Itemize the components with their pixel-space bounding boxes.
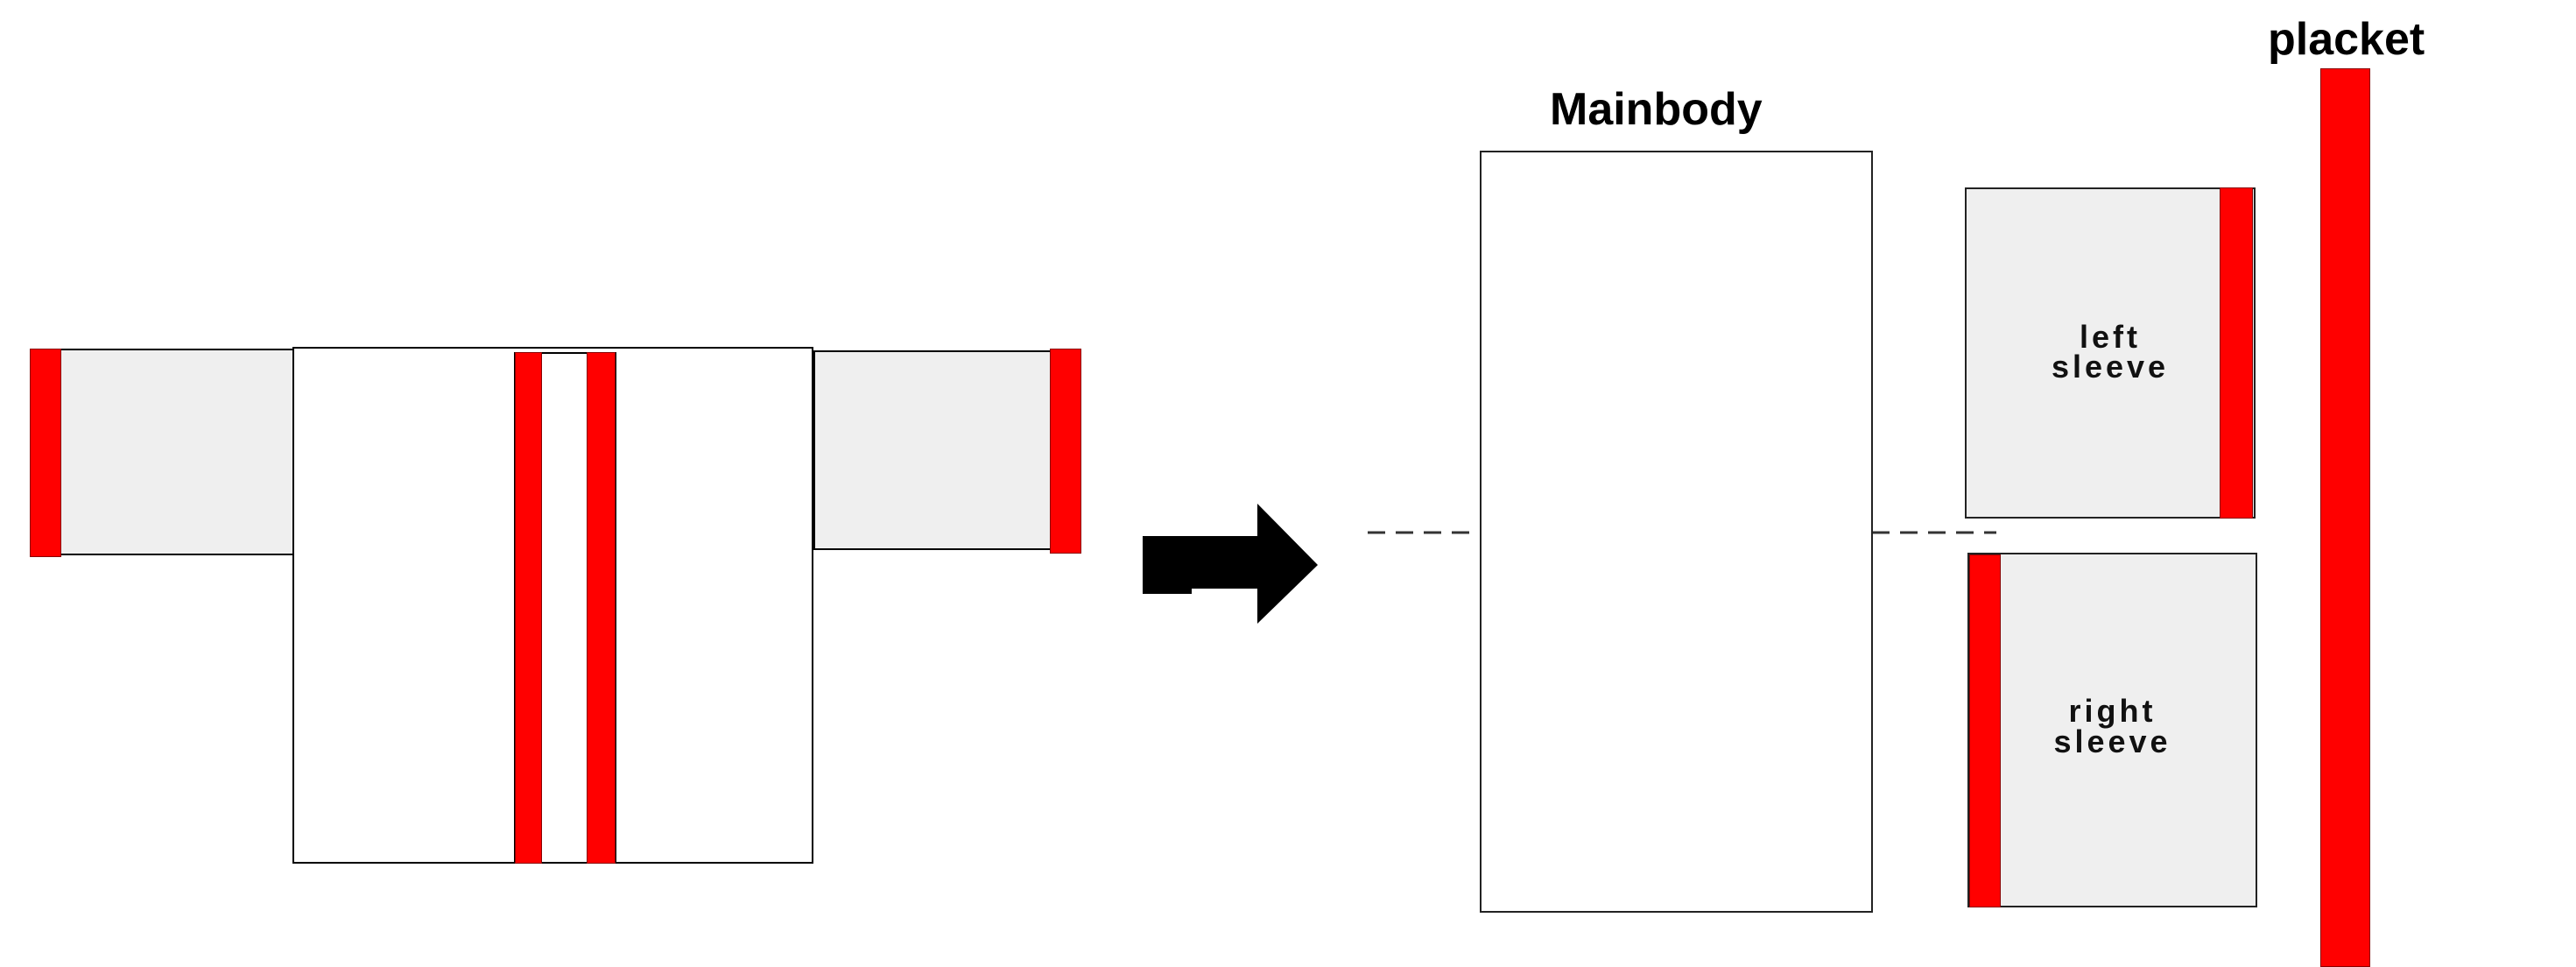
- mainbody-piece: [1480, 151, 1873, 913]
- assembled-left-sleeve-cuff: [30, 349, 61, 557]
- right-sleeve-cuff: [1969, 554, 2001, 907]
- assembled-left-sleeve: [30, 349, 297, 555]
- right-sleeve-label-line2: sleeve: [2053, 723, 2171, 759]
- assembled-placket-left-strip: [515, 352, 542, 864]
- assembled-right-sleeve-cuff: [1050, 349, 1081, 554]
- placket-piece: [2320, 68, 2370, 967]
- mainbody-label: Mainbody: [1550, 84, 1763, 135]
- left-sleeve-label-line1: left: [2080, 319, 2141, 355]
- assembled-right-sleeve: [813, 350, 1081, 550]
- left-sleeve-label-line2: sleeve: [2051, 349, 2170, 385]
- right-sleeve-label-line1: right: [2068, 693, 2157, 729]
- left-sleeve-piece: left sleeve: [1965, 187, 2256, 519]
- placket-label: placket: [2268, 14, 2425, 65]
- assembled-placket-right-strip: [587, 352, 616, 864]
- right-sleeve-piece: right sleeve: [1967, 553, 2257, 907]
- left-sleeve-cuff: [2220, 187, 2253, 519]
- right-arrow-icon: [1143, 504, 1318, 624]
